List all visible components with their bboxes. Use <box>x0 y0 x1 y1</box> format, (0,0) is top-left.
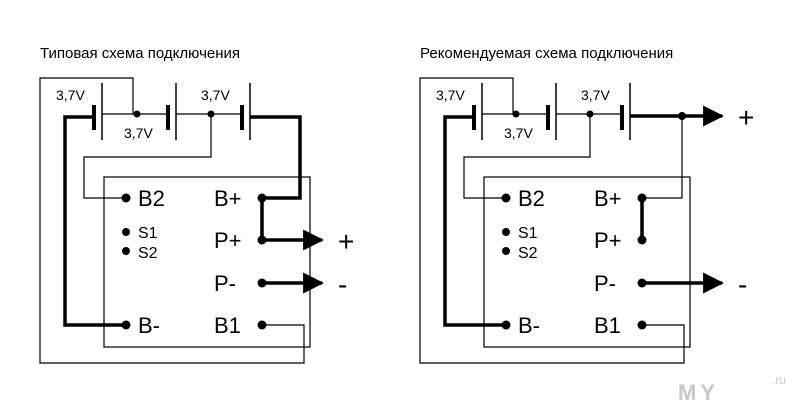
terminal-s2: S2 <box>518 245 538 262</box>
terminal-pminus: P- <box>214 271 236 296</box>
terminal-pminus: P- <box>594 271 616 296</box>
battery-pack <box>92 83 251 140</box>
recommended-diagram: Рекомендуемая схема подключения 3,7V 3,7… <box>419 45 754 364</box>
terminal-bminus: B- <box>518 313 540 338</box>
bms-board <box>483 176 691 348</box>
cell-1-voltage: 3,7V <box>56 87 85 103</box>
cell-2 <box>546 83 557 140</box>
terminal-s1: S1 <box>518 225 538 242</box>
bms-board <box>103 176 311 348</box>
wire-pack-plus <box>250 115 302 200</box>
watermark-suffix: .ru <box>772 373 786 387</box>
watermark: MY .ru <box>678 373 786 405</box>
output-plus-sign: + <box>738 102 754 133</box>
output-minus-sign: - <box>738 269 747 300</box>
output-minus-sign: - <box>338 269 347 300</box>
wire-b2 <box>463 114 591 199</box>
wire-bplus <box>642 116 683 199</box>
terminal-b2: B2 <box>138 186 165 211</box>
cell-3 <box>620 83 631 140</box>
cell-1 <box>92 83 103 140</box>
typical-diagram: Типовая схема подключения <box>39 45 354 364</box>
typical-title: Типовая схема подключения <box>40 45 240 62</box>
terminal-bplus: B+ <box>594 186 622 211</box>
wire-b2 <box>83 114 212 199</box>
wire-b1 <box>419 77 685 364</box>
terminal-pplus: P+ <box>214 228 242 253</box>
terminal-pplus: P+ <box>594 228 622 253</box>
terminal-s1: S1 <box>138 225 158 242</box>
cell-3-voltage: 3,7V <box>201 87 230 103</box>
terminal-b1: B1 <box>214 313 241 338</box>
tap-node-1 <box>512 110 520 118</box>
tap-node-1 <box>133 110 141 118</box>
recommended-title: Рекомендуемая схема подключения <box>420 45 673 62</box>
wire-pack-minus <box>443 115 506 327</box>
cell-1 <box>472 83 483 140</box>
watermark-text: MY <box>678 380 719 405</box>
cell-3-voltage: 3,7V <box>581 87 610 103</box>
cell-2-voltage: 3,7V <box>504 125 533 141</box>
wire-b1 <box>39 77 305 364</box>
output-plus-sign: + <box>338 226 354 257</box>
cell-2 <box>166 83 177 140</box>
cell-2-voltage: 3,7V <box>124 125 153 141</box>
terminal-s2: S2 <box>138 245 158 262</box>
cell-3 <box>240 83 251 140</box>
terminal-b1: B1 <box>594 313 621 338</box>
terminal-bminus: B- <box>138 313 160 338</box>
terminal-bplus: B+ <box>214 186 242 211</box>
cell-1-voltage: 3,7V <box>436 87 465 103</box>
battery-pack <box>472 83 631 140</box>
wire-pack-minus <box>63 115 126 327</box>
terminal-b2: B2 <box>518 186 545 211</box>
